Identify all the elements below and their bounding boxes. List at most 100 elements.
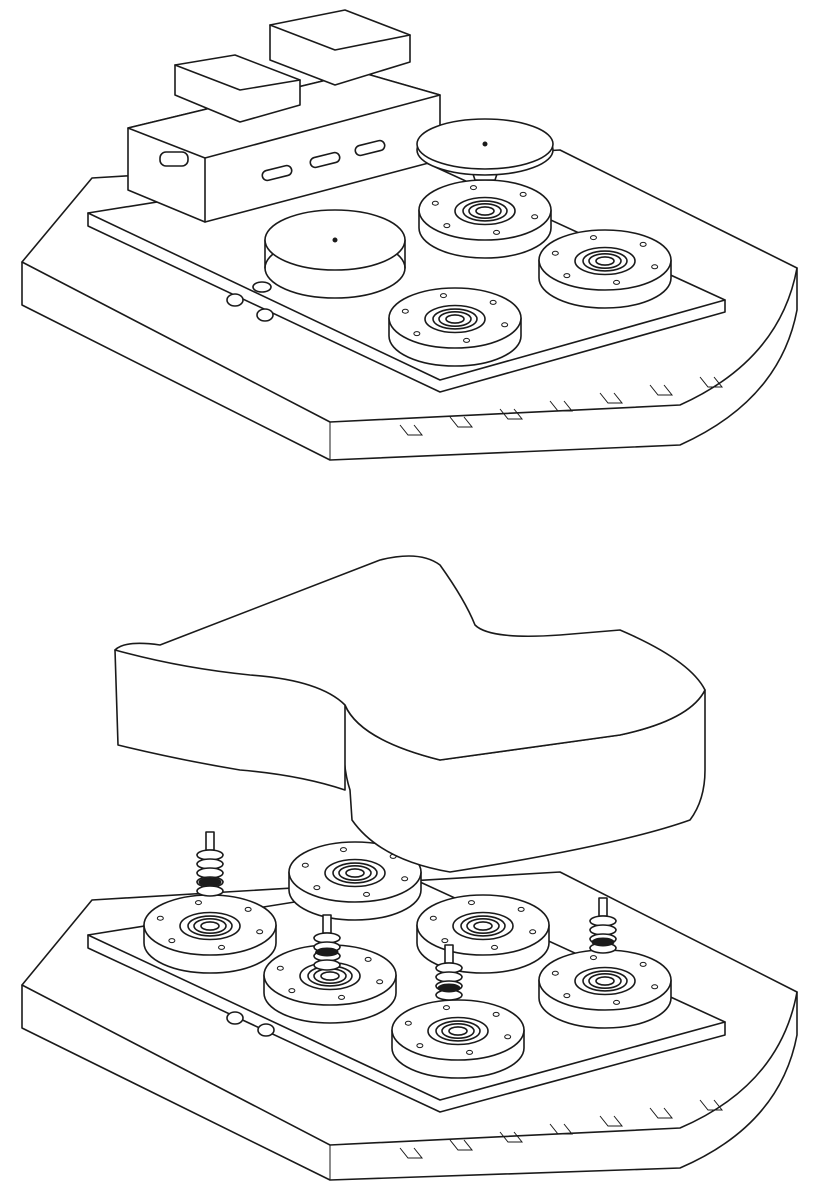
bottom-assembly bbox=[21, 555, 798, 1181]
chuck-bolt-hole bbox=[551, 970, 559, 976]
zero-point-chuck bbox=[416, 894, 550, 974]
clamping-pin bbox=[435, 944, 463, 1001]
chuck-ring bbox=[473, 921, 493, 931]
chuck-bolt-hole bbox=[339, 847, 347, 853]
pin-base bbox=[198, 877, 222, 887]
chuck-bolt-hole bbox=[491, 944, 499, 950]
t-slot bbox=[649, 1107, 674, 1119]
chuck-bolt-hole bbox=[442, 1005, 450, 1011]
zero-point-chuck bbox=[418, 179, 552, 259]
t-slot bbox=[499, 1131, 524, 1143]
t-slot bbox=[649, 384, 674, 396]
pin-collar bbox=[313, 959, 341, 971]
t-slot bbox=[699, 376, 724, 388]
t-slot bbox=[549, 1123, 574, 1135]
clamping-pin bbox=[196, 831, 224, 897]
chuck-ring bbox=[475, 206, 495, 216]
chuck-bolt-hole bbox=[301, 862, 309, 868]
t-slot bbox=[549, 400, 574, 412]
clamping-pin bbox=[313, 914, 341, 971]
clamping-disc bbox=[264, 209, 406, 299]
chuck-bolt-hole bbox=[531, 214, 539, 220]
pin-shaft bbox=[444, 944, 454, 964]
chuck-bolt-hole bbox=[364, 956, 372, 962]
chuck-bolt-hole bbox=[413, 331, 421, 337]
chuck-bolt-hole bbox=[244, 906, 252, 912]
zero-point-chuck bbox=[538, 229, 672, 309]
chuck-bolt-hole bbox=[517, 906, 525, 912]
chucks bbox=[143, 841, 672, 1079]
chuck-bolt-hole bbox=[401, 308, 409, 314]
chuck-bolt-hole bbox=[467, 900, 475, 906]
chuck-bolt-hole bbox=[589, 955, 597, 961]
chuck-bolt-hole bbox=[429, 915, 437, 921]
chuck-bolt-hole bbox=[651, 984, 659, 990]
chuck-bolt-hole bbox=[492, 1011, 500, 1017]
pin-base bbox=[315, 947, 339, 957]
t-slot bbox=[449, 1139, 474, 1151]
chuck-bolt-hole bbox=[613, 279, 621, 285]
chuck-bolt-hole bbox=[504, 1034, 512, 1040]
chuck-bolt-hole bbox=[156, 915, 164, 921]
chuck-bolt-hole bbox=[313, 885, 321, 891]
coupling-fittings bbox=[226, 281, 274, 322]
chuck-bolt-hole bbox=[651, 264, 659, 270]
chuck-bolt-hole bbox=[589, 235, 597, 241]
top-assembly bbox=[21, 9, 798, 461]
pin-shaft bbox=[322, 914, 332, 934]
t-slot bbox=[399, 1147, 424, 1159]
t-slot bbox=[599, 392, 624, 404]
chuck-bolt-hole bbox=[639, 241, 647, 247]
vise bbox=[127, 9, 441, 223]
clamping-pin bbox=[589, 897, 617, 954]
t-slot bbox=[399, 424, 424, 436]
t-slot bbox=[599, 1115, 624, 1127]
t-slot bbox=[499, 408, 524, 420]
chuck-bolt-hole bbox=[363, 891, 371, 897]
chuck-bolt-hole bbox=[401, 876, 409, 882]
chuck-bolt-hole bbox=[551, 250, 559, 256]
chuck-ring bbox=[595, 256, 615, 266]
chuck-bolt-hole bbox=[431, 200, 439, 206]
pin-shaft bbox=[598, 897, 608, 917]
chuck-bolt-hole bbox=[443, 223, 451, 229]
chuck-bolt-hole bbox=[529, 929, 537, 935]
chuck-bolt-hole bbox=[469, 185, 477, 191]
zero-point-chuck bbox=[391, 999, 525, 1079]
chuck-ring bbox=[445, 314, 465, 324]
chuck-ring bbox=[320, 971, 340, 981]
pin-shaft bbox=[205, 831, 215, 851]
t-slot bbox=[449, 416, 474, 428]
chuck-bolt-hole bbox=[441, 938, 449, 944]
chuck-bolt-hole bbox=[276, 965, 284, 971]
workpiece bbox=[114, 555, 706, 873]
pins bbox=[196, 831, 617, 1001]
chuck-bolt-hole bbox=[493, 229, 501, 235]
chuck-bolt-hole bbox=[519, 191, 527, 197]
zero-point-chuck bbox=[538, 949, 672, 1029]
chuck-bolt-hole bbox=[168, 938, 176, 944]
zero-point-chuck bbox=[388, 287, 522, 367]
chuck-bolt-hole bbox=[501, 322, 509, 328]
chuck-bolt-hole bbox=[256, 929, 264, 935]
chuck-bolt-hole bbox=[404, 1020, 412, 1026]
t-slots bbox=[399, 1099, 724, 1159]
chuck-bolt-hole bbox=[194, 900, 202, 906]
pin-base bbox=[591, 937, 615, 947]
chucks bbox=[388, 179, 672, 367]
chuck-bolt-hole bbox=[489, 299, 497, 305]
clamping-disc-raised bbox=[416, 118, 554, 181]
chuck-bolt-hole bbox=[563, 993, 571, 999]
chuck-bolt-hole bbox=[416, 1043, 424, 1049]
chuck-bolt-hole bbox=[563, 273, 571, 279]
chuck-bolt-hole bbox=[338, 994, 346, 1000]
pin-base bbox=[437, 983, 461, 993]
zero-point-chuck bbox=[143, 894, 277, 974]
chuck-bolt-hole bbox=[439, 293, 447, 299]
t-slots bbox=[399, 376, 724, 436]
chuck-bolt-hole bbox=[466, 1049, 474, 1055]
chuck-bolt-hole bbox=[639, 961, 647, 967]
pin-collar bbox=[196, 885, 224, 897]
chuck-ring bbox=[200, 921, 220, 931]
